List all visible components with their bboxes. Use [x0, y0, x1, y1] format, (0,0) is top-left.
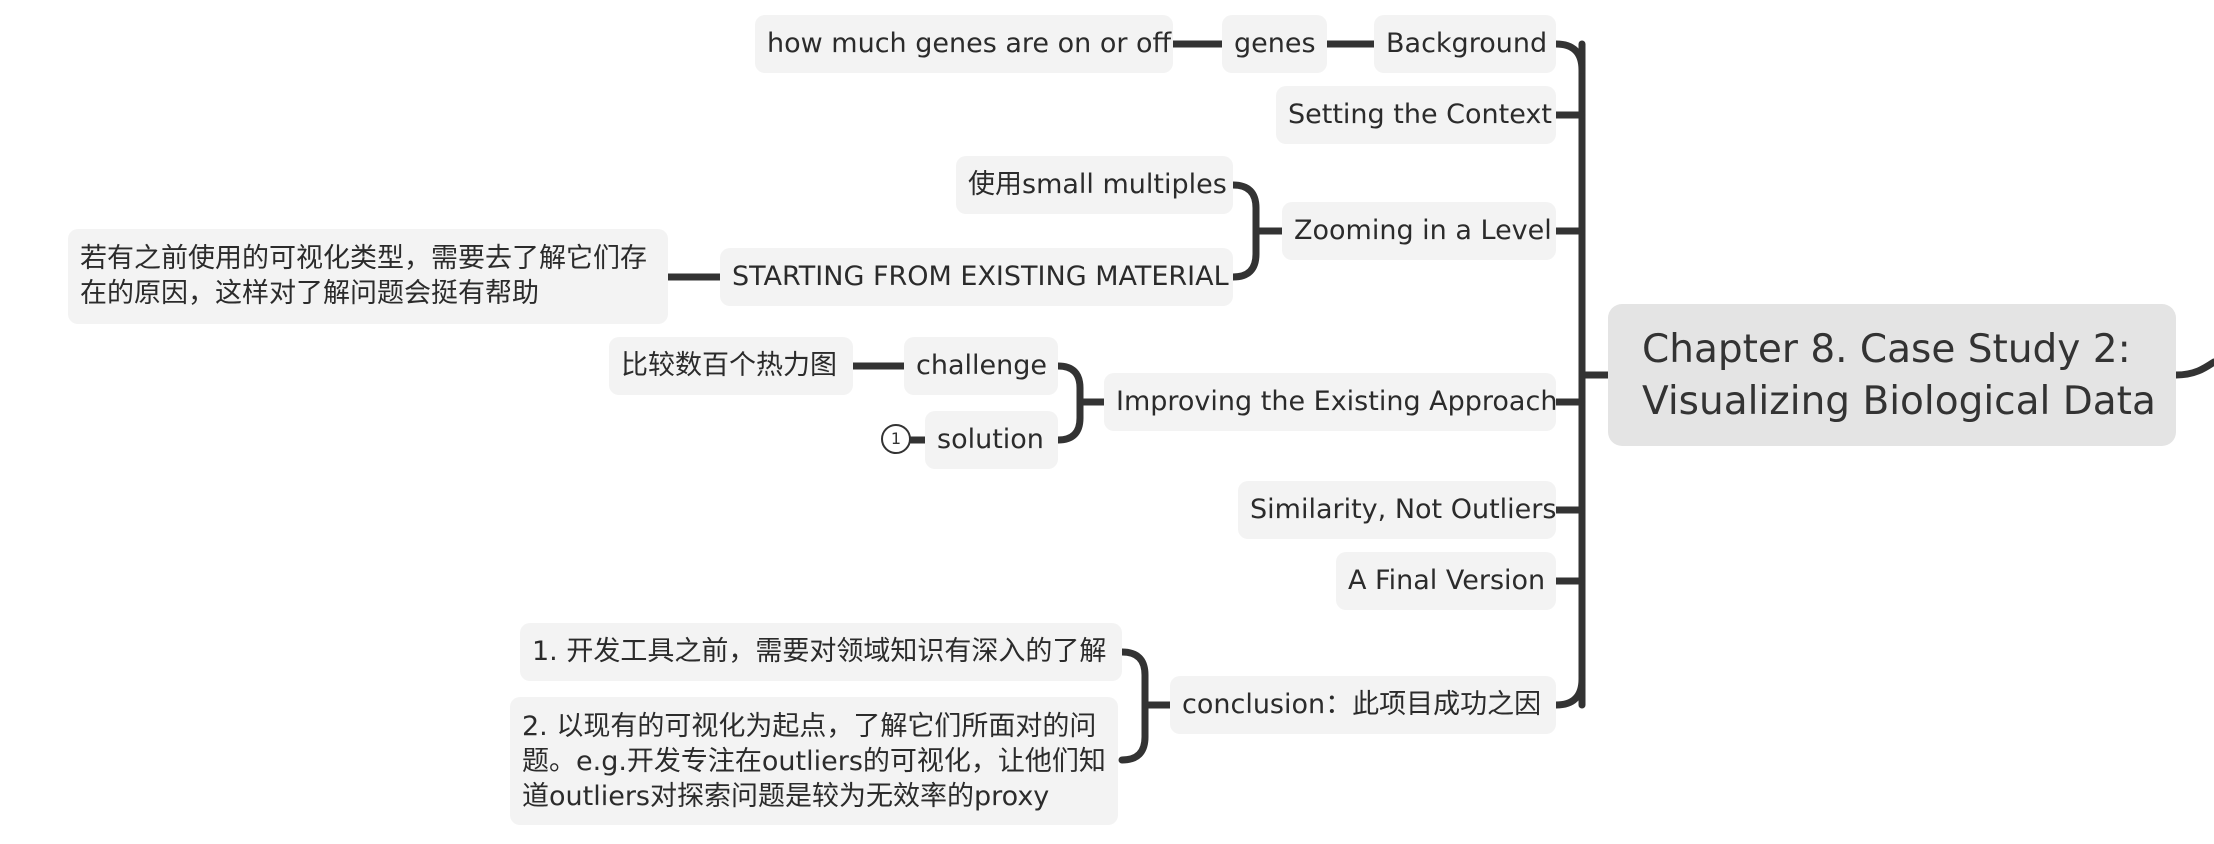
connector-background [1552, 40, 1586, 74]
topic-improving[interactable]: Improving the Existing Approach [1104, 373, 1557, 431]
topic-small-multiples[interactable]: 使用small multiples [956, 156, 1233, 214]
connector-central-trunk [1578, 40, 1612, 709]
solution-marker-icon[interactable]: 1 [881, 424, 911, 454]
topic-zooming[interactable]: Zooming in a Level [1282, 202, 1556, 260]
topic-solution[interactable]: solution [925, 411, 1058, 469]
topic-setting-context[interactable]: Setting the Context [1276, 86, 1556, 144]
central-topic-line2: Visualizing Biological Data [1642, 379, 2156, 424]
topic-conclusion-point1[interactable]: 1. 开发工具之前，需要对领域知识有深入的了解 [520, 623, 1122, 681]
connector-zooming-bracket [1229, 181, 1286, 281]
connector-central-outgoing [2172, 358, 2214, 379]
topic-genes-detail[interactable]: how much genes are on or off [755, 15, 1173, 73]
connector-conclusion [1552, 675, 1586, 709]
central-topic-line1: Chapter 8. Case Study 2: [1642, 327, 2131, 372]
connector-improving-bracket [1054, 362, 1108, 444]
topic-starting-material-note[interactable]: 若有之前使用的可视化类型，需要去了解它们存在的原因，这样对了解问题会挺有帮助 [68, 229, 668, 324]
topic-background[interactable]: Background [1374, 15, 1556, 73]
central-topic[interactable]: Chapter 8. Case Study 2: Visualizing Bio… [1608, 304, 2176, 446]
connector-conclusion-bracket [1118, 648, 1174, 764]
topic-starting-material[interactable]: STARTING FROM EXISTING MATERIAL [720, 248, 1233, 306]
topic-conclusion-point2[interactable]: 2. 以现有的可视化为起点，了解它们所面对的问题。e.g.开发专注在outlie… [510, 697, 1118, 825]
topic-conclusion[interactable]: conclusion：此项目成功之因 [1170, 676, 1556, 734]
topic-similarity[interactable]: Similarity, Not Outliers [1238, 481, 1556, 539]
topic-final-version[interactable]: A Final Version [1336, 552, 1556, 610]
topic-challenge[interactable]: challenge [904, 337, 1058, 395]
topic-challenge-detail[interactable]: 比较数百个热力图 [609, 337, 853, 395]
topic-genes[interactable]: genes [1222, 15, 1327, 73]
